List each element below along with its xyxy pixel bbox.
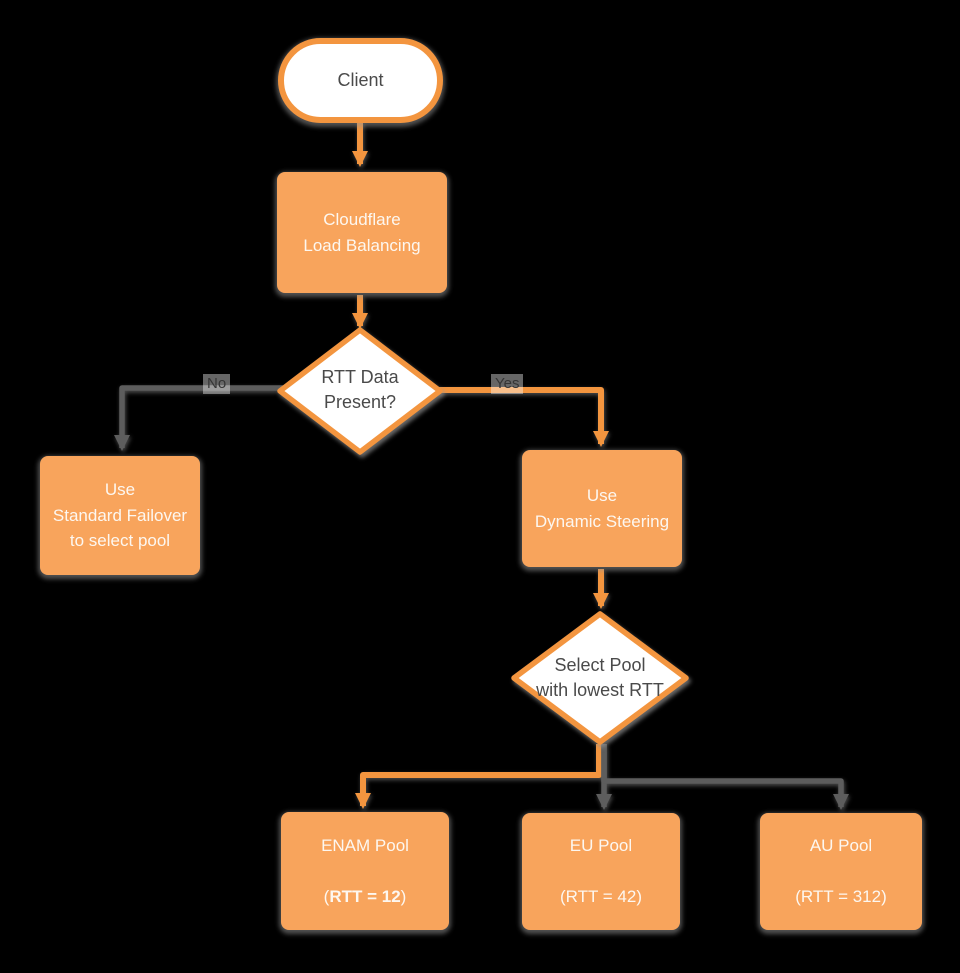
edge-rtt-decision-yes-to-dynamic-steering	[437, 387, 609, 447]
node-rtt-decision-diamond	[277, 327, 443, 455]
select-pool-shape	[511, 611, 689, 745]
node-client: Client	[278, 38, 443, 123]
enam-pool-name: ENAM Pool	[321, 835, 409, 855]
enam-pool-rtt: (RTT = 12)	[321, 884, 409, 910]
node-eu-pool: EU Pool (RTT = 42)	[522, 813, 680, 930]
edge-label-yes: Yes	[491, 374, 524, 394]
node-au-pool: AU Pool (RTT = 312)	[760, 813, 922, 930]
rtt-decision-shape	[277, 327, 443, 455]
node-cloudflare-load-balancing: Cloudflare Load Balancing	[277, 172, 447, 293]
edge-rtt-decision-no-to-standard-failover	[114, 385, 283, 451]
node-dynamic-steering-label: Use Dynamic Steering	[534, 486, 670, 531]
enam-rtt-open-paren: (	[323, 886, 330, 906]
node-enam-pool: ENAM Pool (RTT = 12)	[281, 812, 449, 930]
enam-rtt-value: RTT = 12	[329, 886, 401, 906]
node-rtt-decision-label: RTT Data Present?	[321, 366, 399, 412]
node-client-label: Client	[337, 70, 384, 90]
eu-pool-name: EU Pool	[569, 836, 633, 856]
au-pool-name: AU Pool	[809, 836, 873, 856]
node-standard-failover: Use Standard Failover to select pool	[40, 456, 200, 575]
enam-rtt-close-paren: )	[400, 886, 407, 906]
node-select-pool-diamond	[511, 611, 689, 745]
au-pool-rtt: (RTT = 312)	[795, 887, 887, 907]
edge-label-no: No	[203, 374, 231, 394]
node-select-pool-label: Select Pool with lowest RTT	[536, 654, 664, 700]
node-cloudflare-label: Cloudflare Load Balancing	[303, 210, 421, 255]
node-standard-failover-label: Use Standard Failover to select pool	[52, 480, 188, 551]
node-dynamic-steering: Use Dynamic Steering	[522, 450, 682, 567]
edge-select-pool-to-au-pool	[601, 744, 849, 810]
eu-pool-rtt: (RTT = 42)	[559, 887, 643, 907]
edge-select-pool-to-enam-pool	[355, 744, 602, 809]
